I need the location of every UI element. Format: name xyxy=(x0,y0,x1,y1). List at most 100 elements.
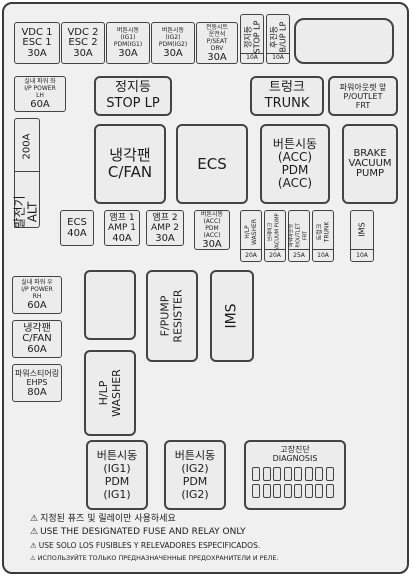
fuse-p-seat-drv-amp: 30A xyxy=(207,51,227,63)
fuse-ehps-label: 파워스티어링 EHPS xyxy=(14,368,60,387)
fuse-pdm-ig1-label: 버튼시동 (IG1) PDM(IG1) xyxy=(113,27,143,48)
fuse-hlp-washer-mini: H/LP WASHER 20A xyxy=(240,210,262,262)
spare-slot-top-right xyxy=(294,18,394,64)
warning-text-1: 지정된 퓨즈 및 릴레이만 사용하세요 xyxy=(40,514,176,524)
fuse-bup-lp-label: 후진등 B/UP LP xyxy=(269,21,287,53)
fuse-vacuum-pump-mini-label: 브레이크 VACUUM PUMP xyxy=(268,213,281,251)
fuse-ims-mini: IMS 10A xyxy=(350,210,374,262)
warning-line-3: ⚠USE SOLO LOS FUSIBLES Y RELEVADORES ESP… xyxy=(30,540,260,551)
fuse-c-fan-amp: 60A xyxy=(27,343,47,355)
fuse-vacuum-pump-mini: 브레이크 VACUUM PUMP 20A xyxy=(264,210,286,262)
fuse-vdc2-label: VDC 2 ESC 2 xyxy=(67,26,99,48)
connector-pin xyxy=(315,484,323,498)
connector-pin xyxy=(315,467,323,481)
warning-text-2: USE THE DESIGNATED FUSE AND RELAY ONLY xyxy=(40,527,246,537)
fuse-ims-mini-label: IMS xyxy=(357,222,367,237)
fuse-alt-amp: 200A xyxy=(21,133,33,160)
connector-pin xyxy=(283,467,292,481)
fuse-c-fan-label: 냉각팬 C/FAN xyxy=(22,322,52,344)
connector-pin xyxy=(262,467,271,481)
fuse-hlp-washer-mini-amp: 20A xyxy=(245,252,257,259)
fuse-ehps: 파워스티어링 EHPS 80A xyxy=(12,364,62,402)
relay-hlp-washer: H/LP WASHER xyxy=(84,350,136,436)
fuse-pdm-acc: 버튼시동 (ACC) PDM (ACC) 30A xyxy=(194,210,230,250)
connector-pin xyxy=(304,484,313,498)
fuse-bup-lp: 후진등 B/UP LP 10A xyxy=(266,14,290,64)
fuse-ip-power-rh-amp: 60A xyxy=(27,300,47,311)
relay-f-pump-resister: F/PUMP RESISTER xyxy=(146,270,198,362)
connector-pin xyxy=(294,484,302,498)
fuse-ehps-amp: 80A xyxy=(27,386,47,398)
fuse-ecs-amp: 40A xyxy=(67,227,87,239)
connector-pin xyxy=(262,484,271,498)
fuse-amp1-amp: 40A xyxy=(112,232,132,244)
fuse-vdc1-amp: 30A xyxy=(27,47,47,59)
relay-ecs: ECS xyxy=(176,124,248,204)
fuse-c-fan: 냉각팬 C/FAN 60A xyxy=(12,320,62,358)
fuse-ecs-label: ECS xyxy=(67,216,87,228)
fuse-pdm-acc-amp: 30A xyxy=(202,238,222,250)
relay-ecs-label: ECS xyxy=(197,154,227,173)
fuse-amp2-label: 앰프 2 AMP 2 xyxy=(151,212,179,233)
fuse-vdc2-amp: 30A xyxy=(73,47,93,59)
connector-pin xyxy=(273,467,281,481)
warning-line-1: ⚠지정된 퓨즈 및 릴레이만 사용하세요 xyxy=(30,514,176,525)
fuse-p-outlet-mini-label: 파워아웃렛 P/OUTLET FRT xyxy=(288,223,309,248)
fuse-p-seat-drv: 전동시트 운전석 P/SEAT DRV 30A xyxy=(196,22,238,64)
relay-brake-vacuum-pump-label: BRAKE VACUUM PUMP xyxy=(348,148,392,179)
fuse-trunk-mini: 트렁크 TRUNK 10A xyxy=(312,210,334,262)
fuse-vacuum-pump-mini-amp: 20A xyxy=(269,252,281,259)
connector-pin xyxy=(325,484,334,498)
fuse-alt-label: 발전기 ALT xyxy=(13,195,40,229)
fuse-stop-lp: 정지등 STOP LP 10A xyxy=(240,14,264,64)
fuse-stop-lp-amp: 10A xyxy=(246,54,258,61)
fuse-vdc2: VDC 2 ESC 2 30A xyxy=(61,22,105,64)
fuse-hlp-washer-mini-label: H/LP WASHER xyxy=(244,219,258,245)
fuse-ip-power-rh-label: 실내 파워 우 I/P POWER RH xyxy=(21,279,53,300)
fuse-amp1: 앰프 1 AMP 1 40A xyxy=(104,210,140,246)
connector-pin xyxy=(325,467,334,481)
fuse-p-outlet-mini: 파워아웃렛 P/OUTLET FRT 25A xyxy=(288,210,310,262)
relay-f-pump-resister-label: F/PUMP RESISTER xyxy=(159,289,185,343)
warning-text-4: ИСПОЛЬЗУЙТЕ ТОЛЬКО ПРЕДНАЗНАЧЕННЫЕ ПРЕДО… xyxy=(37,554,279,562)
fuse-stop-lp-label: 정지등 STOP LP xyxy=(243,20,262,54)
fuse-bup-lp-amp: 10A xyxy=(272,54,284,61)
connector-pin xyxy=(273,484,281,498)
fuse-pdm-ig1-amp: 30A xyxy=(118,48,138,59)
fuse-trunk-mini-amp: 10A xyxy=(317,252,329,259)
relay-trunk: 트렁크 TRUNK xyxy=(250,76,324,116)
fuse-amp2: 앰프 2 AMP 2 30A xyxy=(146,210,184,246)
warning-text-3: USE SOLO LOS FUSIBLES Y RELEVADORES ESPE… xyxy=(38,541,261,550)
diagnosis-label: 고장진단 DIAGNOSIS xyxy=(272,445,318,463)
fuse-ims-mini-amp: 10A xyxy=(356,252,368,259)
fuse-ecs: ECS 40A xyxy=(60,210,94,246)
relay-ims: IMS xyxy=(210,270,254,362)
fuse-pdm-ig2: 버튼시동 (IG2) PDM(IG2) 30A xyxy=(151,22,195,64)
relay-c-fan: 냉각팬 C/FAN xyxy=(94,124,166,204)
relay-brake-vacuum-pump: BRAKE VACUUM PUMP xyxy=(342,124,398,204)
warning-triangle-icon: ⚠ xyxy=(30,527,39,537)
fuse-ip-power-rh: 실내 파워 우 I/P POWER RH 60A xyxy=(12,276,62,314)
relay-p-outlet-frt: 파워아웃렛 앞 P/OUTLET FRT xyxy=(328,76,398,116)
connector-pin xyxy=(252,467,260,481)
fuse-ip-power-lh: 실내 파워 좌 I/P POWER LH 60A xyxy=(14,76,66,112)
relay-stop-lp: 정지등 STOP LP xyxy=(94,76,172,116)
fuse-amp1-label: 앰프 1 AMP 1 xyxy=(108,212,136,233)
warning-triangle-icon: ⚠ xyxy=(30,514,39,524)
relay-pdm-ig2: 버튼시동 (IG2) PDM (IG2) xyxy=(164,440,226,510)
fuse-pdm-acc-label: 버튼시동 (ACC) PDM (ACC) xyxy=(200,210,224,239)
warning-line-2: ⚠USE THE DESIGNATED FUSE AND RELAY ONLY xyxy=(30,527,246,538)
relay-pdm-ig1-label: 버튼시동 (IG1) PDM (IG1) xyxy=(96,449,138,501)
warning-line-4: ⚠ИСПОЛЬЗУЙТЕ ТОЛЬКО ПРЕДНАЗНАЧЕННЫЕ ПРЕД… xyxy=(30,553,278,564)
fuse-ip-power-lh-amp: 60A xyxy=(30,99,50,110)
connector-pin xyxy=(304,467,313,481)
fuse-p-outlet-mini-amp: 25A xyxy=(293,252,305,259)
connector-pin xyxy=(252,484,260,498)
fuse-ip-power-lh-label: 실내 파워 좌 I/P POWER LH xyxy=(24,78,56,99)
fuse-p-seat-drv-label: 전동시트 운전석 P/SEAT DRV xyxy=(205,23,229,52)
relay-pdm-acc: 버튼시동 (ACC) PDM (ACC) xyxy=(260,124,330,204)
connector-pin xyxy=(294,467,302,481)
fuse-pdm-ig2-amp: 30A xyxy=(163,48,183,59)
relay-trunk-label: 트렁크 TRUNK xyxy=(264,80,310,111)
fuse-amp2-amp: 30A xyxy=(155,232,175,244)
